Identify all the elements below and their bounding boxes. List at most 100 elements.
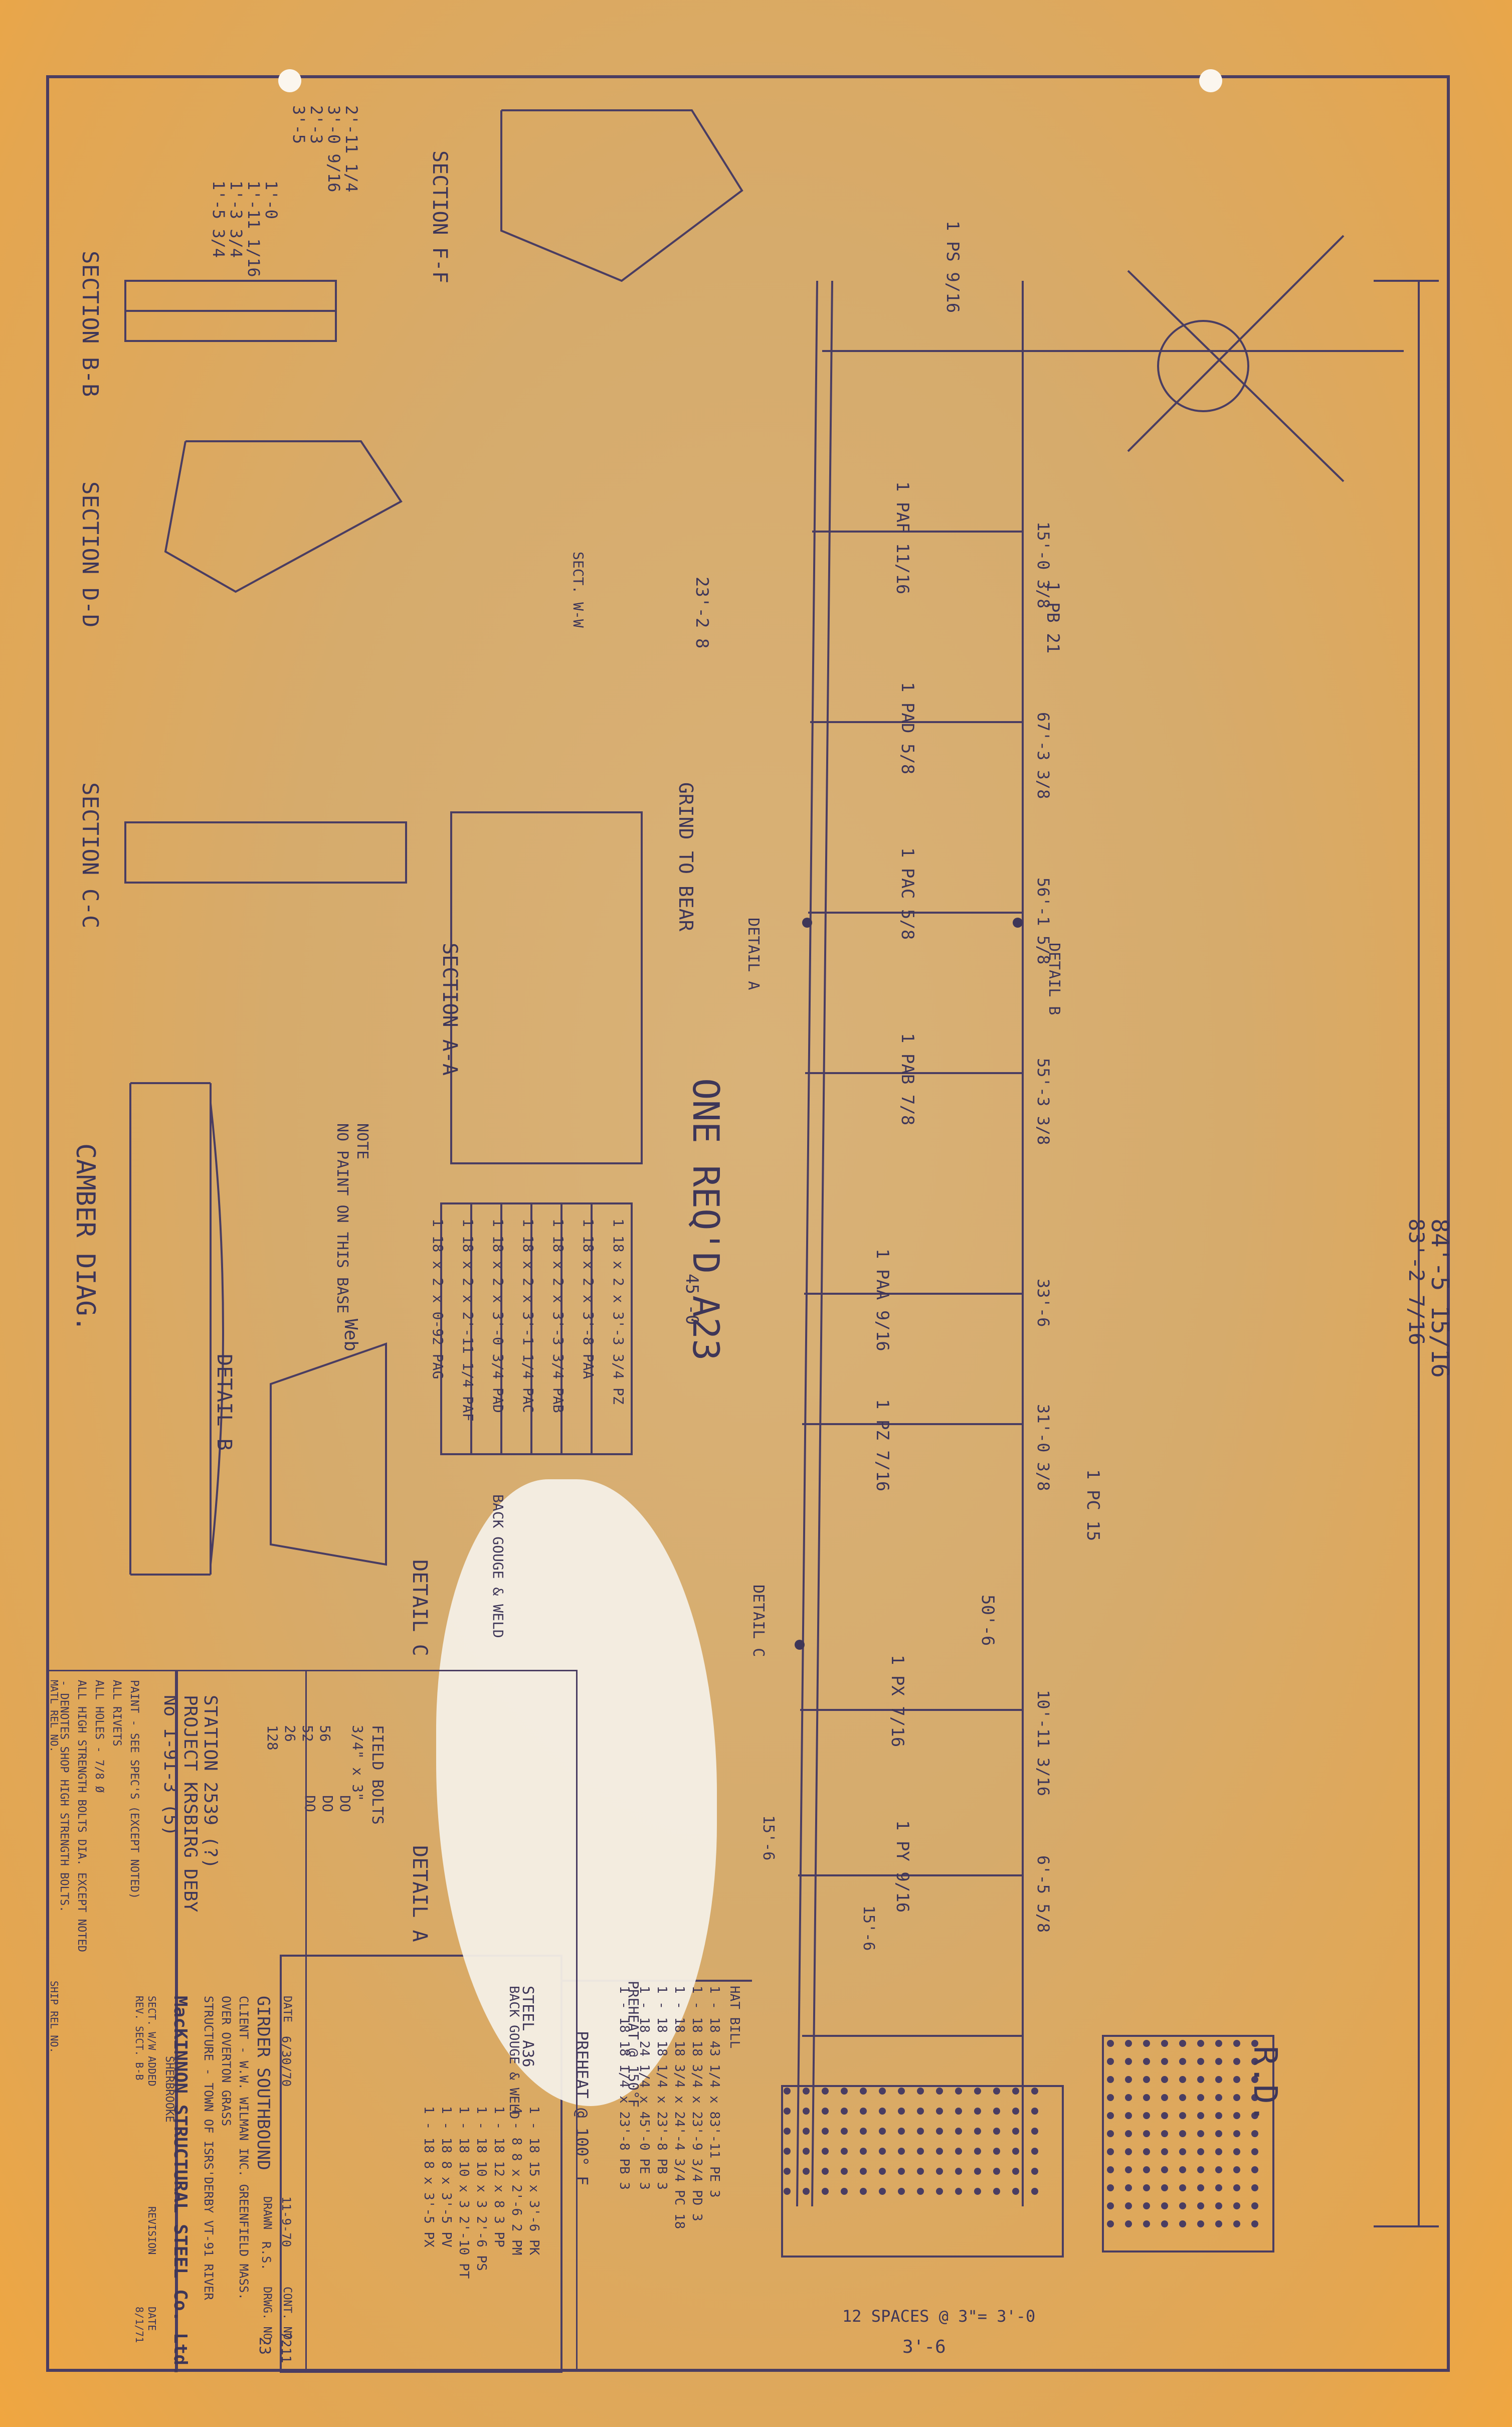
piece-mark: 1 PC 15	[1083, 1469, 1103, 1541]
note-ship: SHIP REL NO.	[48, 1981, 60, 2053]
rivet	[1251, 2202, 1258, 2209]
rivet	[1143, 2076, 1150, 2083]
rivet	[1161, 2184, 1168, 2191]
rivet	[1179, 2058, 1186, 2065]
rivet	[822, 2128, 829, 2135]
rivet	[1012, 2088, 1019, 2095]
rivet	[993, 2148, 1000, 2155]
piece-mark: 1 PAF 11/16	[892, 481, 912, 595]
rivet	[1215, 2076, 1222, 2083]
rivet	[1143, 2220, 1150, 2227]
rivet	[860, 2168, 867, 2175]
rivet	[860, 2108, 867, 2115]
rivet	[1251, 2184, 1258, 2191]
rivet	[1179, 2112, 1186, 2119]
rivet	[1233, 2220, 1240, 2227]
rivet	[974, 2188, 981, 2195]
note-rivets: ALL RIVETS	[110, 1680, 123, 1747]
rivet	[1031, 2188, 1038, 2195]
rivet	[1215, 2040, 1222, 2047]
rivet	[898, 2088, 905, 2095]
section-bb-title: SECTION B-B	[77, 251, 103, 397]
rivet	[974, 2148, 981, 2155]
drawn-label: DRAWN	[261, 2196, 273, 2230]
rivet	[917, 2088, 924, 2095]
rivet	[822, 2148, 829, 2155]
rivet	[917, 2168, 924, 2175]
rivet	[898, 2168, 905, 2175]
rivet	[860, 2088, 867, 2095]
rivet	[1012, 2188, 1019, 2195]
rivet	[1251, 2166, 1258, 2173]
rivet	[1107, 2148, 1114, 2155]
rivet	[1251, 2130, 1258, 2137]
piece-mark: 1 PZ 7/16	[872, 1399, 892, 1492]
rivet	[822, 2188, 829, 2195]
rivet	[860, 2188, 867, 2195]
rivet	[1215, 2094, 1222, 2101]
piece-mark: 1 PS 9/16	[942, 221, 963, 313]
rivet	[917, 2128, 924, 2135]
rivet	[955, 2088, 962, 2095]
piece-mark: 1 PY 9/16	[892, 1820, 912, 1913]
material-row: 1 - 18 43 1/4 x 83'-11 PE 3	[707, 1986, 722, 2198]
bill-row: 1 18 x 2 x 3'-3 3/4 PZ	[610, 1219, 627, 1405]
rivet-grid	[784, 2040, 1258, 2227]
overall-length-2: 83'-2 7/16	[1404, 1219, 1429, 1345]
rivet	[955, 2188, 962, 2195]
rivet	[803, 2168, 810, 2175]
rivet	[784, 2088, 791, 2095]
drawn-value: R.S.	[259, 2241, 273, 2271]
rivet	[1197, 2112, 1204, 2119]
date-label: DATE	[281, 1996, 293, 2022]
rivet	[974, 2168, 981, 2175]
rivet	[1197, 2148, 1204, 2155]
rivet	[1031, 2168, 1038, 2175]
company-name: MacKINNON STRUCTURAL STEEL Co. Ltd.	[170, 1996, 191, 2376]
bill-row: 1 18 x 2 x 2'-11 1/4 PAF	[460, 1219, 476, 1422]
rivet	[1161, 2112, 1168, 2119]
rivet	[822, 2108, 829, 2115]
dim: 2'-3	[307, 105, 326, 144]
rivet	[1161, 2148, 1168, 2155]
rivet	[936, 2188, 943, 2195]
material-row: 1 - 18 18 3/4 x 24'-4 3/4 PC 18	[672, 1986, 687, 2229]
rivet	[860, 2128, 867, 2135]
rivet	[955, 2108, 962, 2115]
station-3: 56'-1 5/8	[1034, 878, 1053, 965]
rivet	[974, 2088, 981, 2095]
rivet	[803, 2128, 810, 2135]
rivet	[1031, 2088, 1038, 2095]
structure-line-2: OVER OVERTON GRASS	[219, 1996, 233, 2127]
rivet	[898, 2188, 905, 2195]
rivet	[1161, 2058, 1168, 2065]
rivet	[1012, 2148, 1019, 2155]
rivet	[879, 2148, 886, 2155]
rivet	[1143, 2148, 1150, 2155]
rivet	[1031, 2148, 1038, 2155]
rivet	[917, 2148, 924, 2155]
rivet	[1233, 2148, 1240, 2155]
rivet	[1125, 2184, 1132, 2191]
client-line: CLIENT - W.W. WILMAN INC. GREENFIELD MAS…	[237, 1996, 251, 2300]
rivet	[1251, 2076, 1258, 2083]
piece-mark: 1 PAD 5/8	[897, 682, 917, 775]
structure-line: STRUCTURE - TOWN OF ISRS'DERBY VT-91 RIV…	[202, 1996, 216, 2300]
rivet	[1233, 2076, 1240, 2083]
rivet	[1215, 2184, 1222, 2191]
rivet	[1107, 2202, 1114, 2209]
rivet	[1012, 2108, 1019, 2115]
rivet	[1179, 2130, 1186, 2137]
rivet	[1251, 2220, 1258, 2227]
date-header: DATE	[146, 2307, 158, 2331]
rivet	[1107, 2166, 1114, 2173]
rivet	[1251, 2094, 1258, 2101]
rivet	[1197, 2202, 1204, 2209]
rivet	[1125, 2058, 1132, 2065]
piece-mark: 1 PAB 7/8	[897, 1033, 917, 1126]
rivet	[993, 2168, 1000, 2175]
rivet	[974, 2128, 981, 2135]
splice-width: 3'-6	[902, 2337, 946, 2357]
piece-mark: 1 PX 7/16	[887, 1655, 907, 1748]
rivet	[822, 2168, 829, 2175]
